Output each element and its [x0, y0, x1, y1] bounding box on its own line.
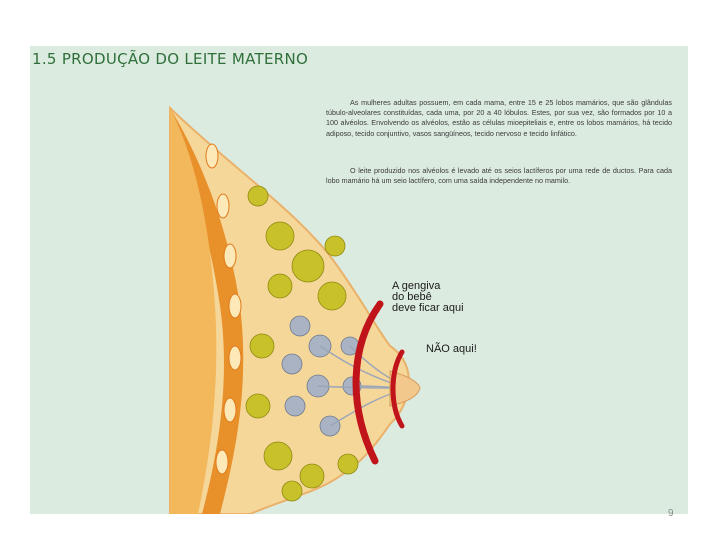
callout-gengiva-aqui: A gengiva do bebê deve ficar aqui	[392, 281, 522, 314]
paragraph-lobos: As mulheres adultas possuem, em cada mam…	[326, 98, 672, 139]
document-page: 1.5 PRODUÇÃO DO LEITE MATERNO	[30, 46, 688, 514]
callout-nao-aqui: NÃO aqui!	[426, 344, 546, 355]
page-number: 9	[668, 508, 674, 519]
paragraph-ductos: O leite produzido nos alvéolos é levado …	[326, 166, 672, 186]
